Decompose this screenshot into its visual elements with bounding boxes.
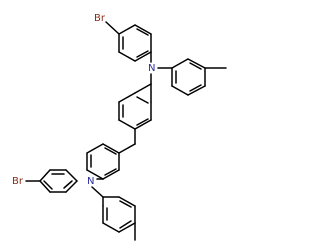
top-bromine-label: Br [94, 13, 106, 24]
structure-diagram: Br N [12, 13, 227, 241]
top-bromophenyl-ring [118, 24, 152, 62]
bottom-nitrogen-label: N [87, 176, 94, 187]
top-tolyl-ring [171, 58, 206, 96]
top-nitrogen-label: N [148, 63, 155, 74]
bottom-bromine-label: Br [12, 176, 24, 187]
top-c-br-bond [105, 21, 120, 35]
bottom-n-to-tolyl-bond [91, 186, 104, 198]
biphenyl-lower-ring [86, 143, 136, 180]
biphenyl-upper-ring [118, 83, 152, 130]
molecule-drawing: Br N [12, 13, 227, 241]
bottom-tolyl-ring [102, 196, 136, 233]
bottom-bromophenyl-ring [39, 169, 78, 193]
